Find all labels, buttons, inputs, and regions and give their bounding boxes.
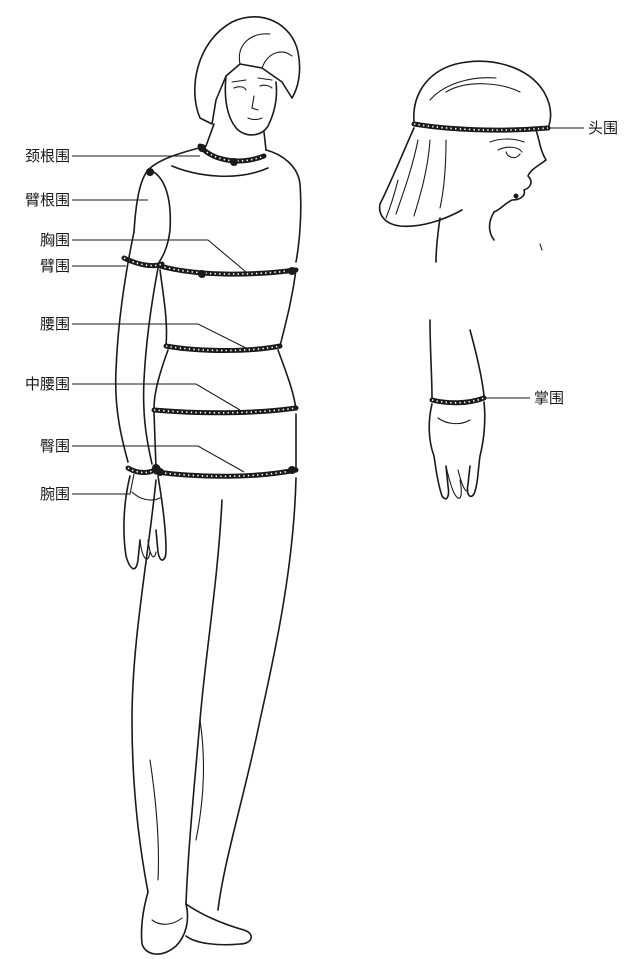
label-upper-arm-circumference: 臂围 — [40, 257, 70, 275]
label-wrist-circumference: 腕围 — [40, 485, 70, 503]
hand-detail-figure — [429, 320, 485, 499]
label-head-circumference: 头围 — [588, 119, 618, 137]
label-neck-base-circumference: 颈根围 — [25, 147, 70, 165]
label-chest-circumference: 胸围 — [40, 231, 70, 249]
standing-figure — [116, 17, 301, 954]
label-waist-circumference: 腰围 — [40, 315, 70, 333]
label-palm-circumference: 掌围 — [534, 389, 564, 407]
label-armhole-circumference: 臂根围 — [25, 191, 70, 209]
head-profile-figure — [380, 61, 551, 262]
label-hip-circumference: 臀围 — [40, 437, 70, 455]
leader-lines — [72, 128, 584, 494]
label-middle-waist-circumference: 中腰围 — [25, 375, 70, 393]
